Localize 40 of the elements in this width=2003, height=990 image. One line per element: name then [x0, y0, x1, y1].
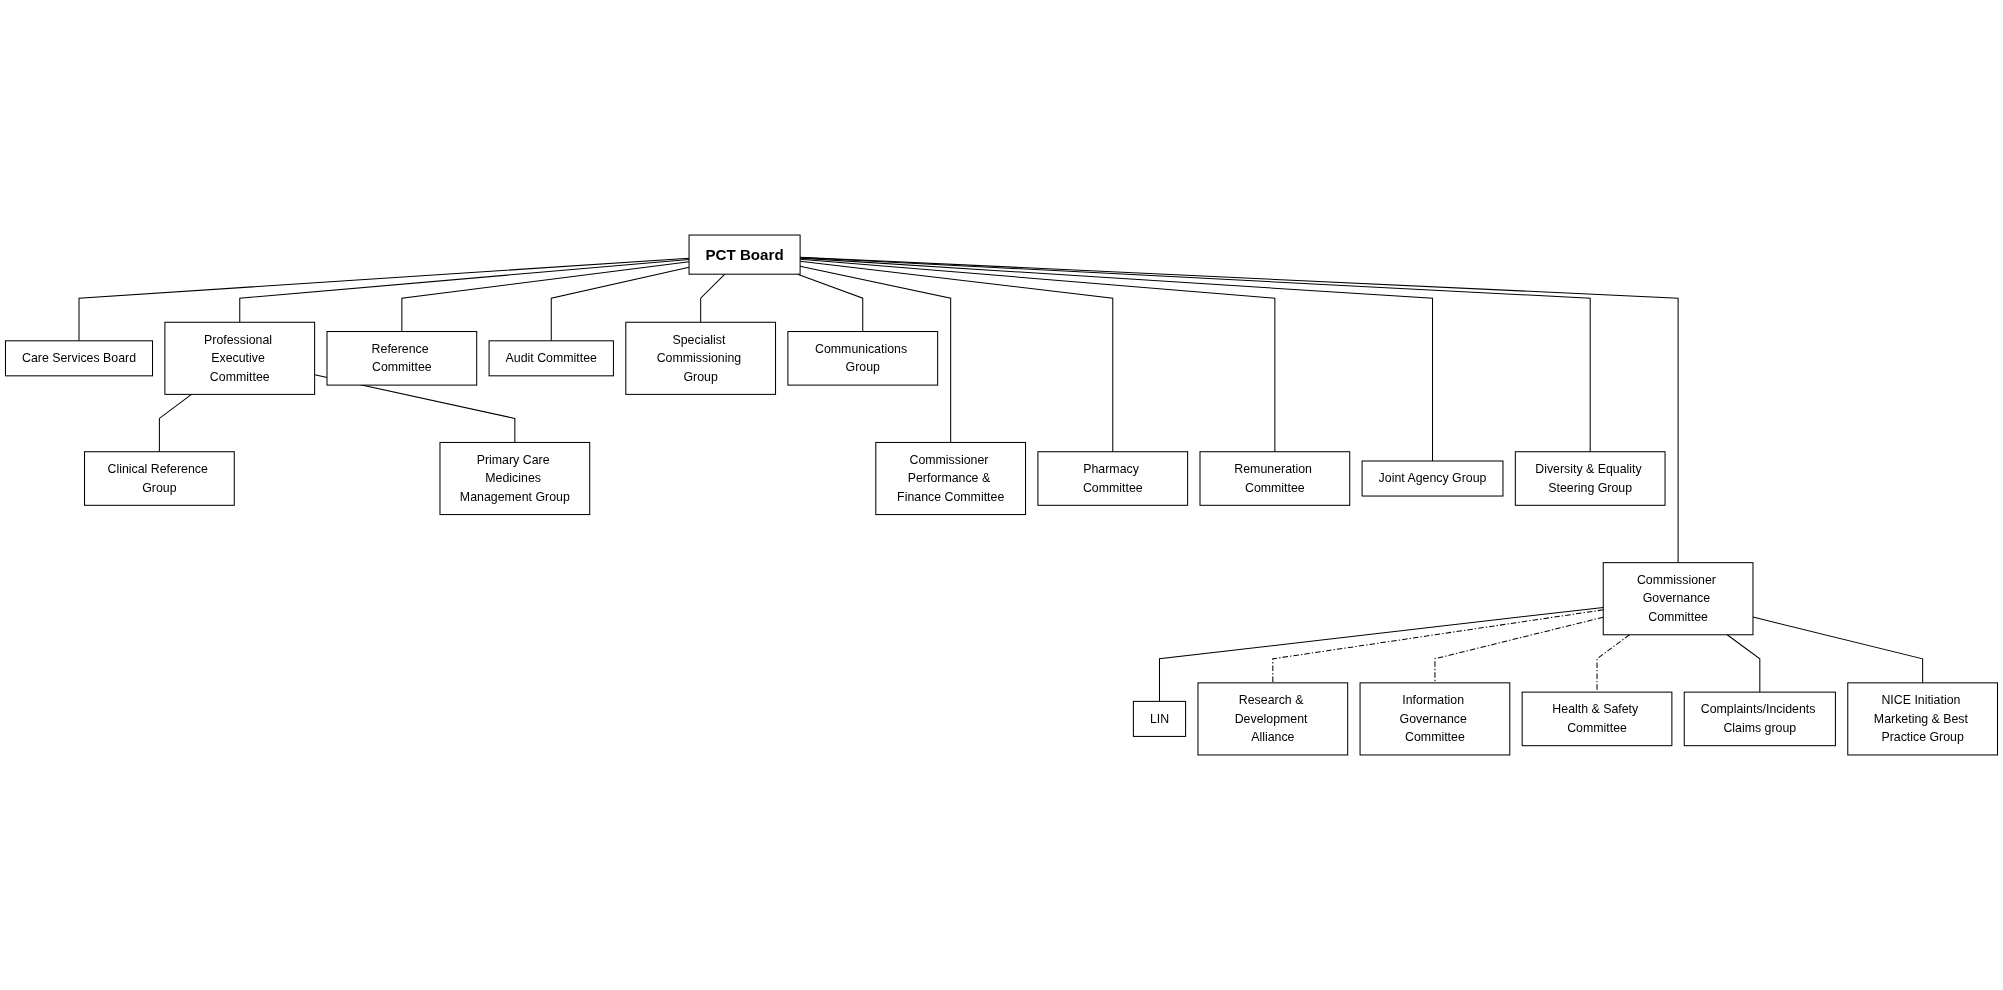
node-box: Pharmacy Committee [1037, 451, 1189, 506]
node-box: Complaints/Incidents Claims group [1683, 691, 1836, 747]
node-box: Audit Committee [488, 340, 614, 377]
connector [799, 265, 952, 443]
connector [799, 256, 1591, 453]
connector [550, 266, 690, 342]
node-box: Primary Care Medicines Management Group [439, 441, 591, 516]
connector [1272, 609, 1604, 684]
node-box: Information Governance Committee [1359, 682, 1511, 756]
connector [158, 393, 193, 453]
connector [78, 257, 690, 342]
node-box: Research & Development Alliance [1197, 682, 1349, 756]
connector [1752, 616, 1924, 684]
connector [799, 258, 1276, 453]
node-box: Communications Group [787, 331, 939, 386]
node-box: Commissioner Performance & Finance Committee [875, 441, 1027, 516]
connector [799, 256, 1679, 564]
node-box: Specialist Commissioning Group [625, 321, 777, 395]
connector [799, 260, 1114, 453]
connector [797, 273, 864, 333]
connector [1434, 616, 1604, 684]
node-box: Care Services Board [4, 340, 154, 377]
node-box: Reference Committee [326, 331, 478, 386]
node-box: PCT Board [688, 234, 801, 275]
connector [1159, 606, 1604, 702]
connector [799, 257, 1434, 462]
node-box: Diversity & Equality Steering Group [1514, 451, 1666, 506]
node-box: LIN [1132, 700, 1187, 737]
node-box: Remuneration Committee [1199, 451, 1351, 506]
connector [401, 261, 690, 333]
node-box: Commissioner Governance Committee [1602, 562, 1754, 636]
node-box: Health & Safety Committee [1521, 691, 1673, 747]
connector [1726, 634, 1761, 693]
connector [239, 258, 690, 323]
node-box: Joint Agency Group [1361, 460, 1504, 497]
connector [700, 273, 726, 323]
connector [1596, 634, 1630, 693]
node-box: Professional Executive Committee [164, 321, 316, 395]
node-box: NICE Initiation Marketing & Best Practice Group [1847, 682, 1999, 756]
node-box: Clinical Reference Group [84, 451, 235, 506]
